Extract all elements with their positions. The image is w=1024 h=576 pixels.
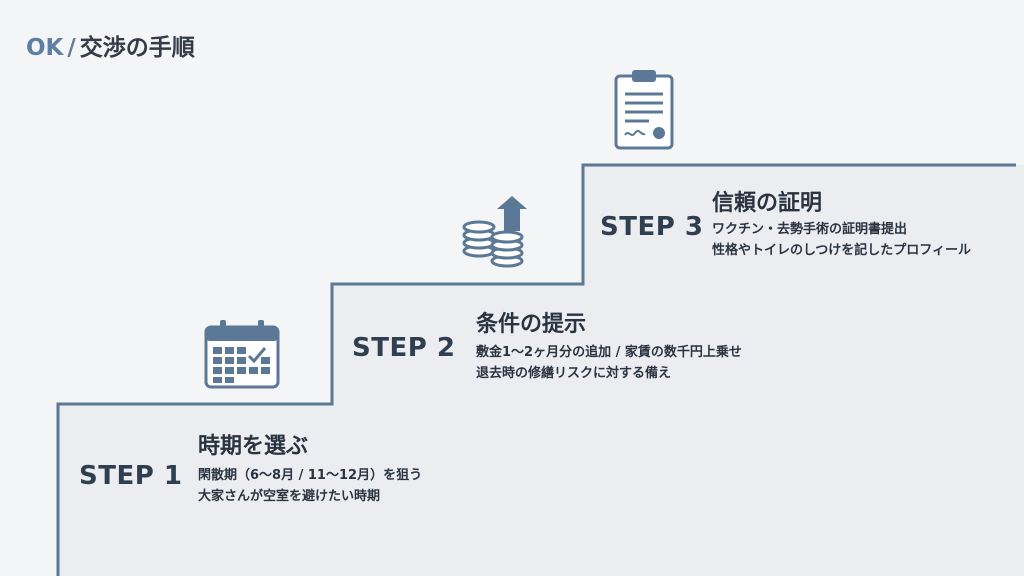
step-1-line-2: 大家さんが空室を避けたい時期	[198, 489, 381, 504]
coins-arrow-up-icon	[462, 196, 527, 268]
step-3-line-2: 性格やトイレのしつけを記したプロフィール	[712, 243, 971, 258]
page-title: OK/交渉の手順	[26, 28, 195, 62]
step-2-line-2: 退去時の修繕リスクに対する備え	[476, 366, 672, 381]
stair-fill	[58, 165, 1024, 576]
step-2-label: STEP 2	[352, 333, 456, 363]
clipboard-document-icon	[614, 70, 674, 150]
calendar-icon	[204, 320, 280, 389]
step-1-label: STEP 1	[79, 461, 183, 491]
step-2-title: 条件の提示	[476, 312, 587, 337]
step-1-description: 閑散期（6〜8月 / 11〜12月）を狙う 大家さんが空室を避けたい時期	[198, 465, 422, 507]
step-3-description: ワクチン・去勢手術の証明書提出 性格やトイレのしつけを記したプロフィール	[712, 219, 971, 261]
stair-outline	[56, 163, 1016, 576]
title-separator: /	[67, 35, 76, 61]
step-3-title: 信頼の証明	[712, 191, 823, 216]
title-text: 交渉の手順	[79, 35, 195, 61]
step-1-title: 時期を選ぶ	[198, 434, 309, 459]
ok-label: OK	[26, 35, 64, 61]
step-3-label: STEP 3	[600, 212, 704, 242]
step-2-description: 敷金1〜2ヶ月分の追加 / 家賃の数千円上乗せ 退去時の修繕リスクに対する備え	[476, 342, 742, 384]
step-2-line-1: 敷金1〜2ヶ月分の追加 / 家賃の数千円上乗せ	[476, 345, 742, 360]
step-1-line-1: 閑散期（6〜8月 / 11〜12月）を狙う	[198, 468, 423, 483]
step-3-line-1: ワクチン・去勢手術の証明書提出	[712, 222, 908, 237]
